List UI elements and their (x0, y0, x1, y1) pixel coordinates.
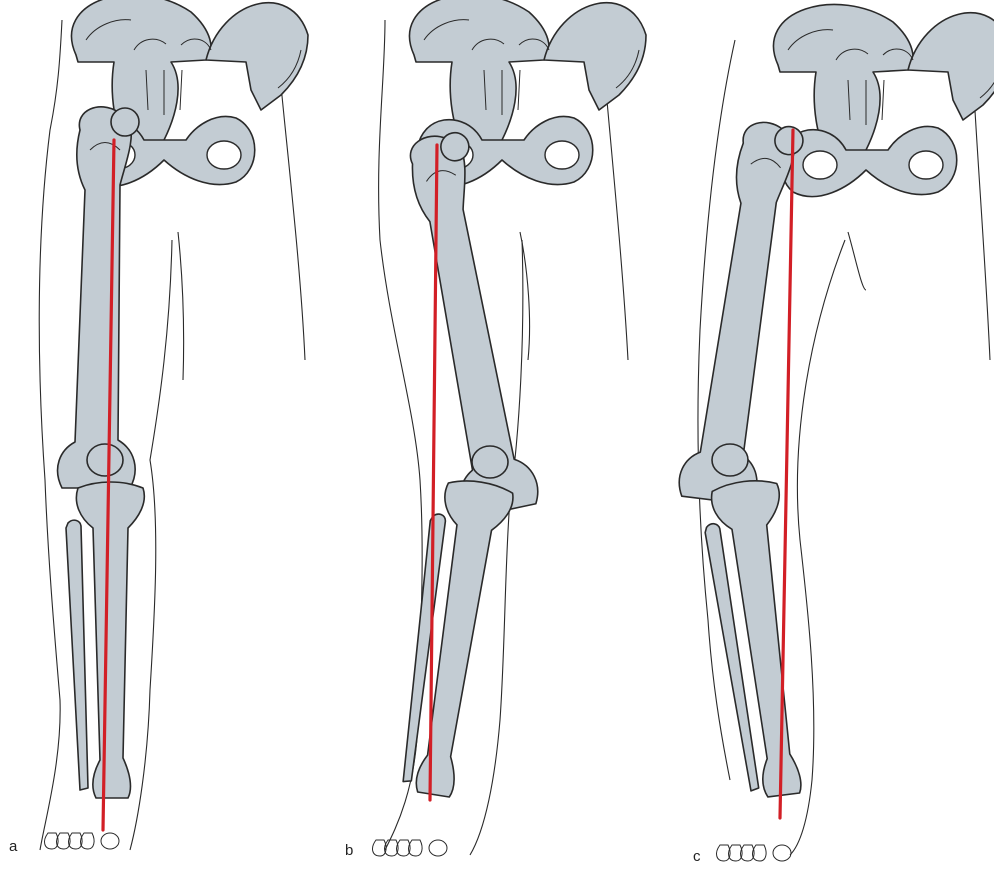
panel-c-toes (717, 845, 791, 861)
panel-a-patella (87, 444, 123, 476)
panel-b-tibia-fibula (388, 475, 515, 799)
panel-b-patella (472, 446, 508, 478)
panel-c (677, 4, 994, 861)
panel-a (39, 0, 308, 850)
panel-b-toes (373, 840, 447, 856)
panel-b-label: b (345, 842, 353, 859)
panel-b (373, 0, 646, 856)
panel-c-label: c (693, 848, 701, 865)
panel-b-femur (386, 129, 545, 519)
panel-a-label: a (9, 838, 17, 855)
panel-a-toes (45, 833, 119, 849)
panel-c-patella (712, 444, 748, 476)
panel-c-pelvis (774, 4, 994, 196)
